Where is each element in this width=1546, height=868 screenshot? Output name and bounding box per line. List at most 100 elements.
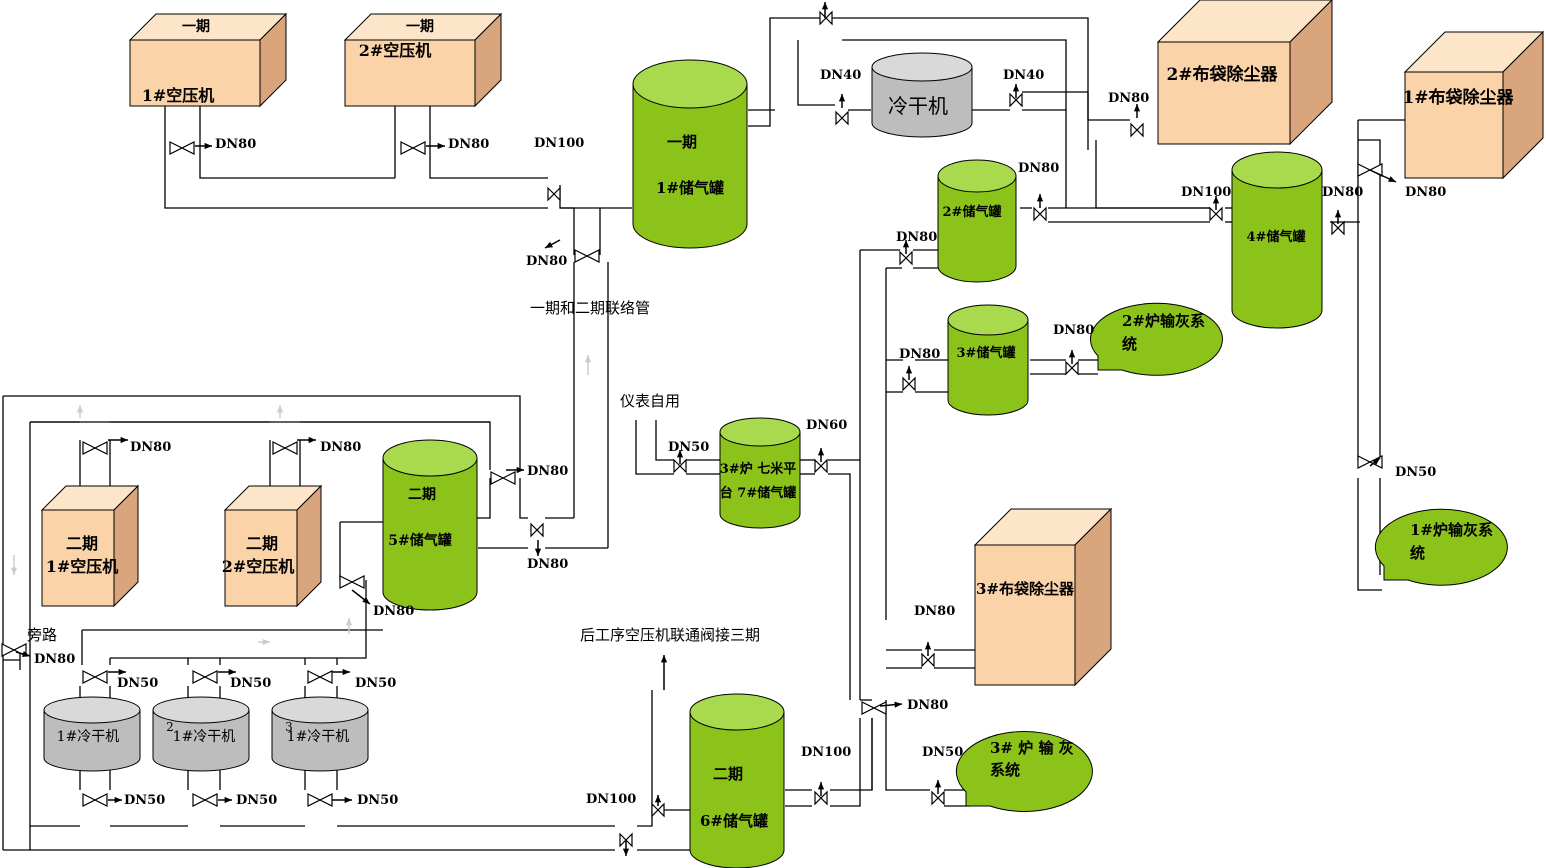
pipe-segment xyxy=(164,105,548,209)
pipe-segment xyxy=(885,700,930,791)
equipment-label: 6#储气罐 xyxy=(700,812,768,830)
dryer-d3: 1#冷干机 xyxy=(271,696,369,772)
equipment-label: 1#空压机 xyxy=(46,557,119,576)
pipe-size-label: DN100 xyxy=(534,136,584,151)
equipment-label: 一期 xyxy=(406,19,434,35)
valve-icon xyxy=(400,141,426,155)
dryer-d1: 1#冷干机 xyxy=(43,696,141,772)
flow-arrow-head xyxy=(516,466,524,474)
valve-icon xyxy=(1130,122,1144,138)
flow-arrow-head xyxy=(228,668,236,676)
box-comp_p1_2: 一期 2#空压机 xyxy=(343,12,503,108)
valve-icon xyxy=(861,701,887,715)
pipe-network xyxy=(2,17,1405,851)
annotation-label: 仪表自用 xyxy=(620,392,680,410)
pipe-size-label: DN50 xyxy=(922,745,963,760)
valve-icon xyxy=(169,141,195,155)
pipe-size-label: DN80 xyxy=(215,137,256,152)
flow-arrow-head xyxy=(584,355,592,363)
box-filter_3: 3#布袋除尘器 xyxy=(973,507,1113,687)
pipe-segment xyxy=(828,473,851,700)
pipe-segment xyxy=(637,810,653,827)
flow-arrow-head xyxy=(1133,104,1141,112)
valve-icon xyxy=(574,249,600,263)
flow-arrow-head xyxy=(821,2,829,10)
pipe-size-label: DN80 xyxy=(896,230,937,245)
equipment-label: 1#储气罐 xyxy=(656,179,724,197)
equipment-label: 系统 xyxy=(990,761,1020,779)
valve-icon xyxy=(192,670,218,684)
valve-icon xyxy=(272,441,298,455)
flow-arrow-head xyxy=(534,548,542,556)
equipment-label: 二期 xyxy=(66,534,98,553)
valve-icon xyxy=(673,458,687,474)
valve-icon xyxy=(1209,206,1223,222)
annotation-label: 一期和二期联络管 xyxy=(530,299,650,317)
annotation-label: 旁路 xyxy=(27,626,57,644)
flow-arrow-head xyxy=(118,668,126,676)
valve-icon xyxy=(931,790,945,806)
valve-icon xyxy=(1357,455,1383,469)
pipe-size-label: DN80 xyxy=(1108,91,1149,106)
pipe-size-label: DN100 xyxy=(586,792,636,807)
pipe-segment xyxy=(1022,91,1130,121)
flow-arrow-head xyxy=(345,618,353,626)
valve-icon xyxy=(1033,206,1047,222)
flow-arrow-head xyxy=(838,94,846,102)
arrow-layer xyxy=(10,2,1397,856)
dryer-number: 3 xyxy=(285,720,293,734)
pipe-size-label: DN80 xyxy=(907,698,948,713)
flow-arrow-head xyxy=(902,240,910,248)
pipe-segment xyxy=(110,580,367,659)
pipe-size-label: DN50 xyxy=(668,440,709,455)
flow-arrow-head xyxy=(622,848,630,856)
valve-icon xyxy=(814,458,828,474)
tank-t5: 二期5#储气罐 xyxy=(382,439,478,611)
flow-arrow-head xyxy=(934,780,942,788)
tank-t1: 一期1#储气罐 xyxy=(632,59,748,249)
pipe-size-label: DN50 xyxy=(1395,465,1436,480)
pipe-segment xyxy=(1358,139,1381,460)
pipe-size-label: DN50 xyxy=(355,676,396,691)
equipment-label: 2#空压机 xyxy=(359,41,432,60)
pipe-segment xyxy=(842,39,1067,208)
pipe-segment xyxy=(635,420,674,475)
equipment-label: 4#储气罐 xyxy=(1247,229,1306,245)
box-filter_2: 2#布袋除尘器 xyxy=(1156,0,1333,146)
equipment-layer: 一期1#空压机一期2#空压机二期1#空压机二期2#空压机2#布袋除尘器1#布袋除… xyxy=(40,0,1545,868)
equipment-label: 一期 xyxy=(182,19,210,35)
flow-arrow-head xyxy=(924,642,932,650)
valve-icon xyxy=(82,441,108,455)
equipment-label: 统 xyxy=(1122,335,1137,353)
flow-arrow-head xyxy=(1334,210,1342,218)
pipe-size-label: DN80 xyxy=(1405,185,1446,200)
pipe-segment xyxy=(519,478,528,519)
valve-icon xyxy=(490,471,516,485)
valve-icon xyxy=(651,802,665,818)
equipment-label: 二期 xyxy=(408,487,436,503)
pipe-size-label: DN80 xyxy=(1322,185,1363,200)
equipment-label: 2#炉输灰系 xyxy=(1122,312,1205,330)
pipe-size-label: DN80 xyxy=(527,464,568,479)
pipe-size-label: DN60 xyxy=(806,418,847,433)
flow-arrow-head xyxy=(894,701,902,708)
pipe-size-label: DN80 xyxy=(130,440,171,455)
pipe-size-label: DN50 xyxy=(230,676,271,691)
equipment-label: 2#布袋除尘器 xyxy=(1166,64,1278,85)
flow-arrow-head xyxy=(120,436,128,444)
valve-icon xyxy=(192,793,218,807)
pipe-segment xyxy=(797,40,835,106)
flow-arrow-head xyxy=(344,796,352,804)
pipe-segment xyxy=(1357,478,1382,591)
pipe-segment xyxy=(560,207,575,255)
valve-icon xyxy=(819,10,833,26)
valve-icon xyxy=(307,793,333,807)
valve-icon xyxy=(339,575,365,589)
pipe-size-label: DN80 xyxy=(1053,323,1094,338)
flow-arrow-head xyxy=(362,597,370,604)
pipe-size-label: DN40 xyxy=(1003,68,1044,83)
pipe-size-label: DN40 xyxy=(820,68,861,83)
